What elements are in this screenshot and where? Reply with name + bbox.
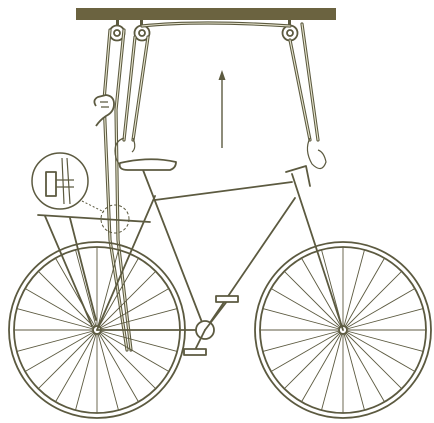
wheel-spoke [343, 309, 423, 330]
ceiling-mount-bar [76, 8, 336, 20]
wheel-spoke [263, 309, 343, 330]
wheel-spoke [56, 330, 98, 402]
wheel-spoke [343, 258, 385, 330]
wheel-spoke [343, 330, 415, 372]
wheel-spoke [97, 289, 169, 331]
wheel-spoke [343, 250, 364, 330]
wheel-spoke [97, 330, 139, 402]
wheel-spoke [38, 330, 97, 389]
wheel-spoke [271, 330, 343, 372]
wheel-spoke [343, 330, 423, 351]
wheel-spoke [76, 250, 97, 330]
hook-right [307, 138, 326, 169]
pulley-right [283, 20, 298, 41]
wheel-spoke [97, 330, 177, 351]
wheel-spoke [343, 330, 364, 410]
arrow-up-icon [219, 70, 226, 148]
wheel-spoke [343, 330, 385, 402]
wheel-spoke [25, 330, 97, 372]
bike-saddle [120, 159, 176, 170]
wheel-spoke [284, 330, 343, 389]
wheel-spoke [322, 330, 343, 410]
wheel-spoke [25, 289, 97, 331]
wheel-spoke [343, 289, 415, 331]
wheel-spoke [97, 258, 139, 330]
wheel-spoke [302, 330, 344, 402]
wheel-spoke [343, 271, 402, 330]
wheel-spoke [97, 330, 169, 372]
wheel-spoke [97, 330, 118, 410]
wheel-spoke [17, 330, 97, 351]
wheel-spoke [263, 330, 343, 351]
wheel-spoke [56, 258, 98, 330]
wheel-spoke [97, 309, 177, 330]
wheel-spoke [343, 330, 402, 389]
hoist-ropes [104, 23, 318, 350]
wheel-spoke [76, 330, 97, 410]
bike-frame [97, 166, 343, 330]
wheel-spoke [38, 271, 97, 330]
crank-and-pedals [184, 296, 238, 355]
